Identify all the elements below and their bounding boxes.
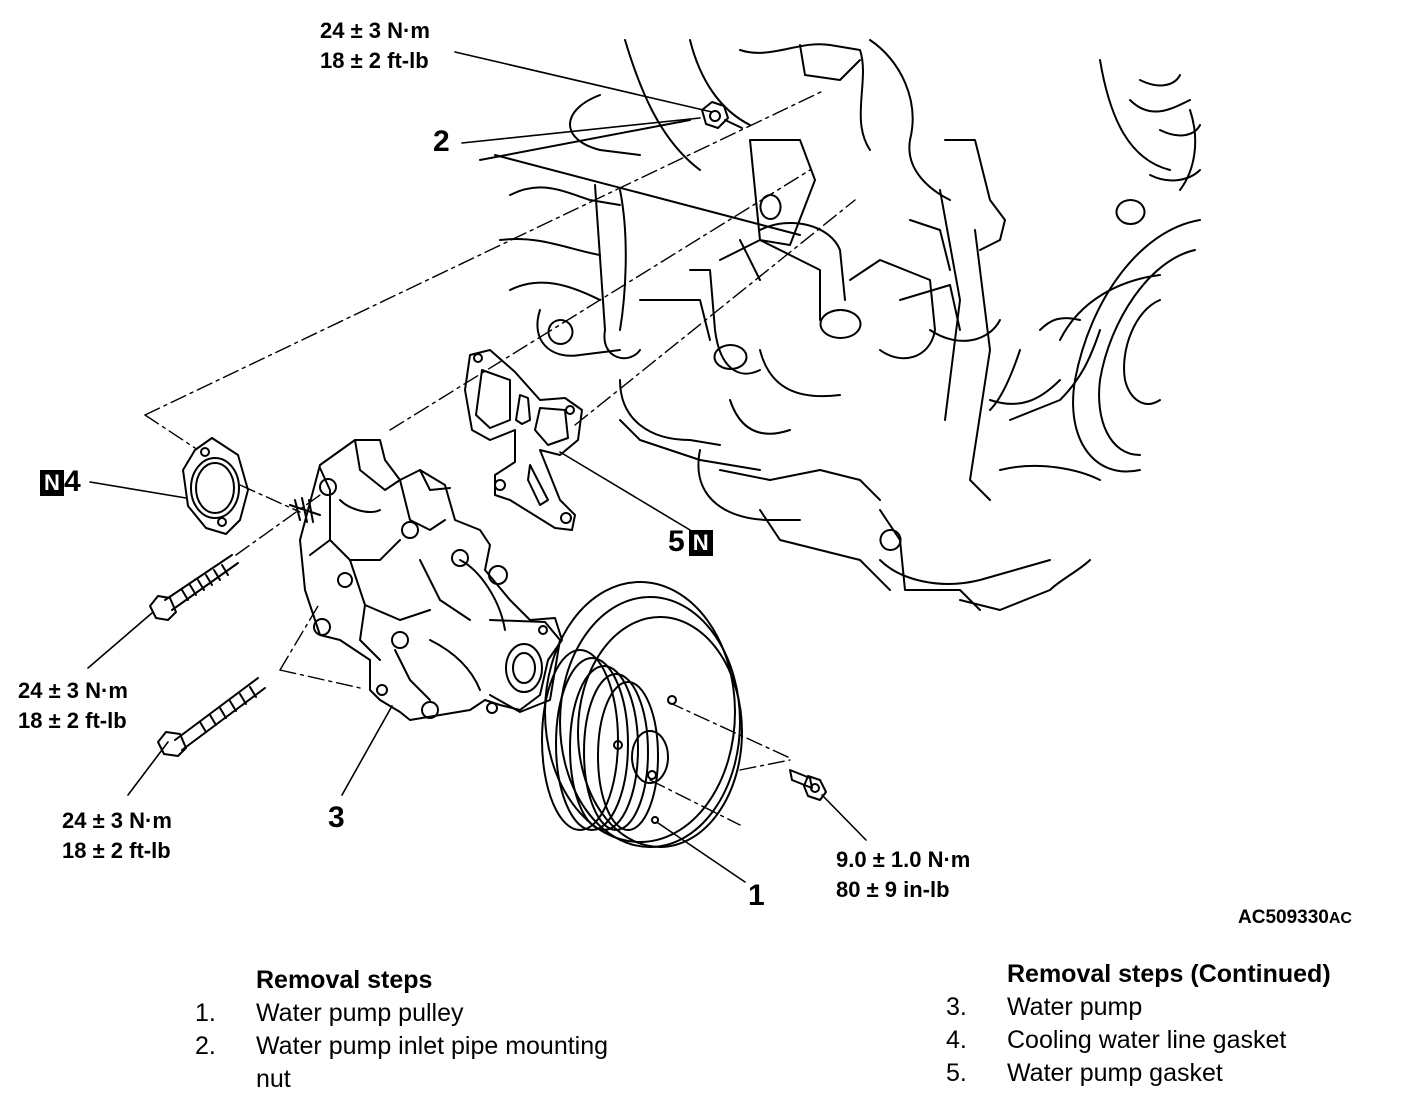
removal-steps-heading: Removal steps bbox=[256, 966, 433, 994]
torque-label-left-lower: 24 ± 3 N·m 18 ± 2 ft-lb bbox=[62, 806, 172, 866]
step-number: 2. bbox=[195, 1032, 216, 1060]
step-text: Cooling water line gasket bbox=[1007, 1026, 1287, 1054]
step-number: 3. bbox=[946, 993, 967, 1021]
inlet-pipe-nut bbox=[701, 101, 743, 129]
torque-imperial: 80 ± 9 in-lb bbox=[836, 877, 950, 902]
step-text-continuation: nut bbox=[256, 1065, 291, 1093]
torque-metric: 24 ± 3 N·m bbox=[18, 678, 128, 703]
alignment-lines bbox=[144, 89, 856, 826]
torque-metric: 24 ± 3 N·m bbox=[320, 18, 430, 43]
new-part-mark: N bbox=[688, 530, 713, 557]
step-text: Water pump bbox=[1007, 993, 1143, 1021]
engine-block bbox=[479, 39, 1201, 611]
callout-1: 1 bbox=[748, 879, 765, 912]
torque-imperial: 18 ± 2 ft-lb bbox=[18, 708, 127, 733]
torque-imperial: 18 ± 2 ft-lb bbox=[320, 48, 429, 73]
list-item: 2. Water pump inlet pipe mounting bbox=[195, 1030, 715, 1063]
leader-lines bbox=[87, 51, 867, 883]
list-item: 3. Water pump bbox=[946, 991, 1386, 1024]
torque-label-left-upper: 24 ± 3 N·m 18 ± 2 ft-lb bbox=[18, 676, 128, 736]
list-item: 5. Water pump gasket bbox=[946, 1057, 1386, 1090]
step-number: 4. bbox=[946, 1026, 967, 1054]
new-part-mark: N bbox=[40, 470, 64, 497]
removal-steps-continued-heading: Removal steps (Continued) bbox=[1007, 960, 1331, 988]
step-number: 1. bbox=[195, 999, 216, 1027]
torque-label-pulley: 9.0 ± 1.0 N·m 80 ± 9 in-lb bbox=[836, 845, 970, 905]
exploded-view-diagram bbox=[87, 39, 1201, 883]
callout-4-number: 4 bbox=[64, 465, 81, 498]
step-number: 5. bbox=[946, 1059, 967, 1087]
callout-2: 2 bbox=[433, 125, 450, 158]
list-item-continuation: nut bbox=[195, 1063, 715, 1096]
step-text: Water pump inlet pipe mounting bbox=[256, 1032, 609, 1060]
removal-steps-continued: Removal steps (Continued) 3. Water pump … bbox=[946, 958, 1386, 1090]
bolt-pulley bbox=[789, 769, 827, 801]
water-pump-gasket bbox=[464, 349, 583, 531]
step-text: Water pump pulley bbox=[256, 999, 464, 1027]
torque-metric: 24 ± 3 N·m bbox=[62, 808, 172, 833]
figure-id-main: AC509330 bbox=[1238, 907, 1329, 928]
figure-id: AC509330AC bbox=[1238, 907, 1352, 929]
list-item: 1. Water pump pulley bbox=[195, 997, 715, 1030]
torque-label-top: 24 ± 3 N·m 18 ± 2 ft-lb bbox=[320, 16, 430, 76]
figure-id-suffix: AC bbox=[1328, 910, 1352, 927]
torque-imperial: 18 ± 2 ft-lb bbox=[62, 838, 171, 863]
water-pump bbox=[289, 439, 563, 721]
step-text: Water pump gasket bbox=[1007, 1059, 1223, 1087]
cooling-water-line-gasket bbox=[182, 437, 249, 535]
callout-5-number: 5 bbox=[668, 525, 685, 558]
bolt-lower-left bbox=[157, 677, 266, 757]
list-item: 4. Cooling water line gasket bbox=[946, 1024, 1386, 1057]
callout-3: 3 bbox=[328, 801, 345, 834]
removal-steps: Removal steps 1. Water pump pulley 2. Wa… bbox=[195, 964, 715, 1096]
torque-metric: 9.0 ± 1.0 N·m bbox=[836, 847, 971, 872]
bolt-upper-left bbox=[149, 554, 239, 621]
water-pump-pulley bbox=[541, 581, 743, 848]
